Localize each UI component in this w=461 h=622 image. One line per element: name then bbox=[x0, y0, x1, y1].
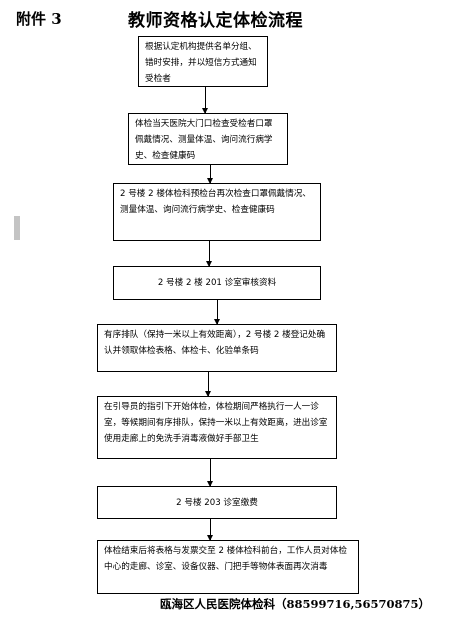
margin-marker bbox=[14, 216, 20, 240]
page-title: 教师资格认定体检流程 bbox=[128, 11, 303, 31]
arrow-5-6 bbox=[205, 372, 211, 397]
step-4-box: 2 号楼 2 楼 201 诊室审核资料 bbox=[113, 266, 321, 300]
step-3-box: 2 号楼 2 楼体检科预检台再次检查口罩佩戴情况、测量体温、询问流行病学史、检查… bbox=[113, 183, 321, 241]
arrow-1-2 bbox=[202, 87, 208, 114]
step-6-box: 在引导员的指引下开始体检，体检期间严格执行一人一诊室，等候期间有序排队，保持一米… bbox=[97, 396, 337, 459]
attachment-label: 附件 3 bbox=[16, 10, 62, 28]
footer-contact: 瓯海区人民医院体检科（88599716,56570875） bbox=[160, 597, 431, 611]
step-1-box: 根据认定机构提供名单分组、错时安排，并以短信方式通知受检者 bbox=[138, 36, 268, 87]
step-7-box: 2 号楼 203 诊室缴费 bbox=[97, 486, 337, 519]
step-2-box: 体检当天医院大门口检查受检者口罩佩戴情况、测量体温、询问流行病学史、检查健康码 bbox=[128, 113, 288, 165]
arrow-4-5 bbox=[214, 300, 220, 325]
step-5-box: 有序排队（保持一米以上有效距离），2 号楼 2 楼登记处确认并领取体检表格、体检… bbox=[97, 324, 337, 372]
step-8-box: 体检结束后将表格与发票交至 2 楼体检科前台，工作人员对体检中心的走廊、诊室、设… bbox=[97, 540, 359, 594]
arrow-2-3 bbox=[207, 165, 213, 184]
arrow-7-8 bbox=[207, 519, 213, 541]
arrow-3-4 bbox=[206, 241, 212, 267]
arrow-6-7 bbox=[207, 459, 213, 487]
